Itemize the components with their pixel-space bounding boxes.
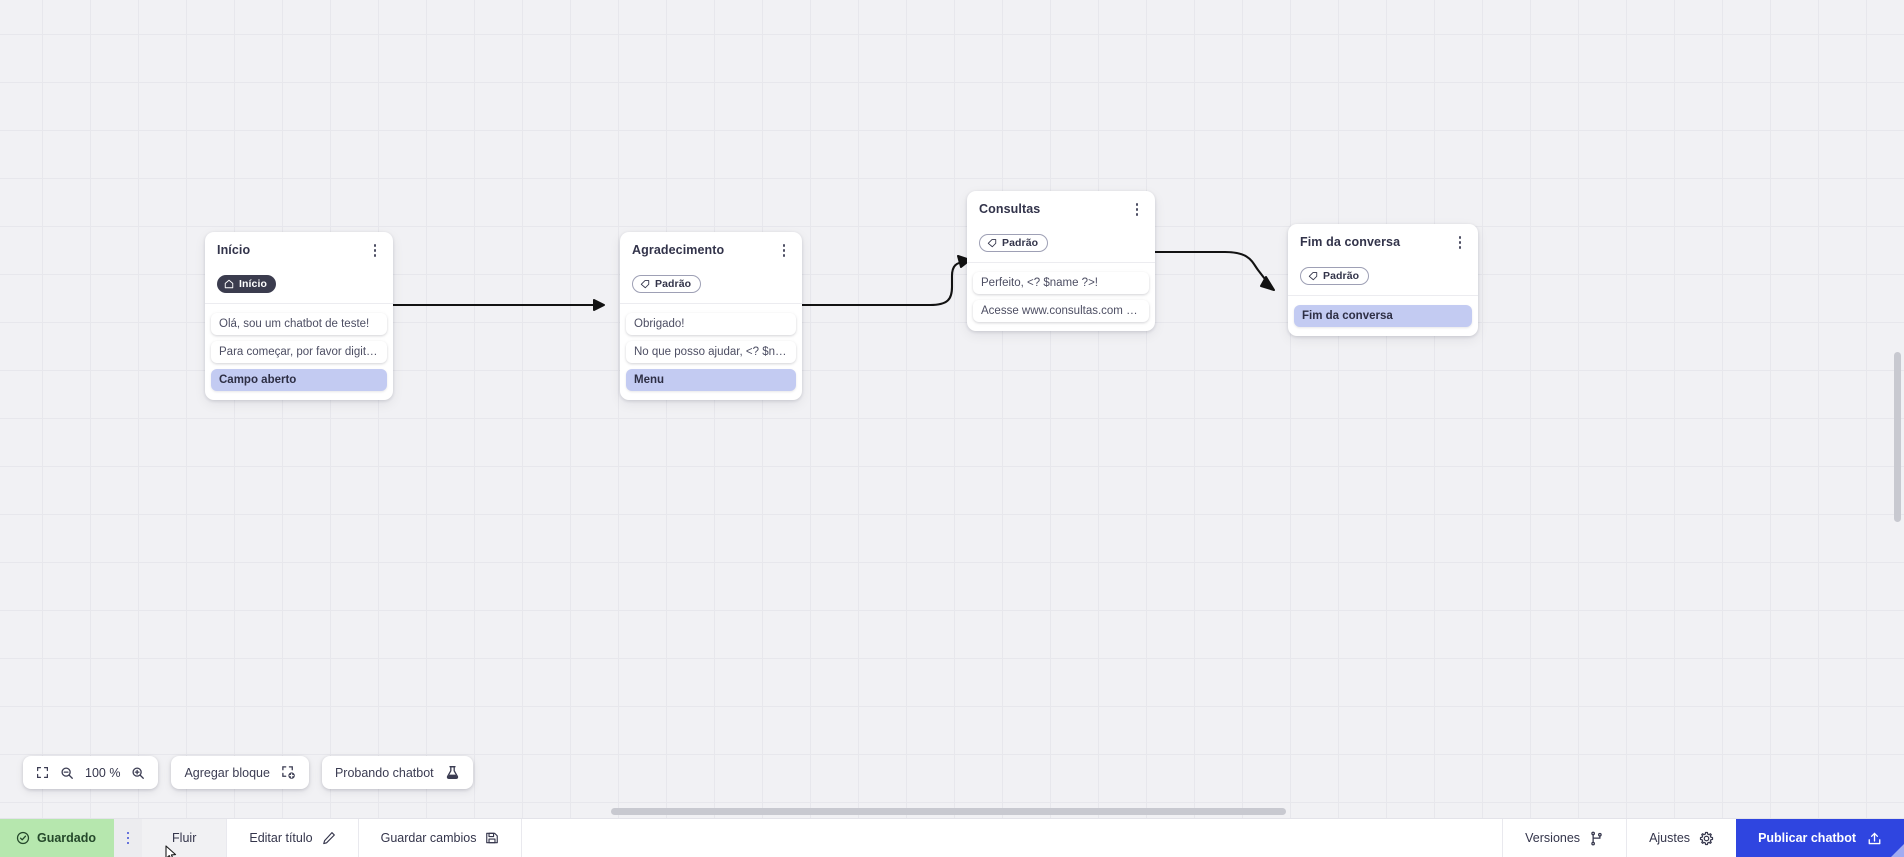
pencil-icon [322, 832, 335, 845]
flask-icon [445, 765, 460, 780]
gear-icon [1699, 831, 1714, 845]
flow-canvas[interactable]: Início Início Olá, sou um chatbot de tes… [0, 0, 1904, 818]
node-menu-icon[interactable] [368, 242, 382, 259]
bottom-bar: Guardado Fluir Editar título Guardar cam… [0, 818, 1904, 857]
zoom-in-icon[interactable] [131, 766, 145, 780]
zoom-level: 100 % [85, 765, 121, 780]
flow-node-inicio[interactable]: Início Início Olá, sou um chatbot de tes… [205, 232, 393, 400]
saved-label: Guardado [37, 831, 97, 845]
node-badge-label: Padrão [1323, 270, 1360, 282]
node-badge-label: Início [239, 278, 268, 290]
node-row-accent[interactable]: Campo aberto [211, 369, 387, 391]
flow-node-fim-da-conversa[interactable]: Fim da conversa Padrão Fim da conversa [1288, 224, 1478, 336]
home-icon [224, 279, 234, 289]
status-badge-saved: Guardado [0, 819, 115, 857]
add-block-button[interactable]: Agregar bloque [171, 756, 309, 789]
node-rows: Fim da conversa [1288, 305, 1478, 327]
zoom-out-icon[interactable] [60, 766, 74, 780]
versions-button[interactable]: Versiones [1502, 819, 1626, 857]
edge-consultas-fim [1155, 250, 1269, 284]
node-header: Fim da conversa [1288, 224, 1478, 258]
node-divider [205, 303, 393, 304]
node-row[interactable]: Olá, sou um chatbot de teste! [211, 313, 387, 335]
save-changes-button[interactable]: Guardar cambios [359, 819, 523, 857]
add-block-label: Agregar bloque [184, 765, 270, 780]
fit-screen-icon[interactable] [36, 766, 49, 779]
node-menu-icon[interactable] [777, 242, 791, 259]
node-menu-icon[interactable] [1130, 201, 1144, 218]
bottom-bar-right: Versiones Ajustes [1502, 819, 1904, 857]
canvas-horizontal-scrollbar[interactable] [0, 805, 1904, 818]
zoom-controls[interactable]: 100 % [23, 756, 159, 789]
publish-chatbot-button[interactable]: Publicar chatbot [1736, 819, 1904, 857]
tab-flow[interactable]: Fluir [142, 819, 228, 857]
branch-icon [1591, 831, 1602, 845]
publish-label: Publicar chatbot [1758, 831, 1856, 845]
scrollbar-thumb[interactable] [611, 808, 1286, 815]
node-title: Consultas [979, 202, 1041, 216]
upload-icon [1868, 832, 1881, 844]
node-badges: Padrão [967, 234, 1155, 253]
edge-arrow-agradecimento [593, 299, 605, 311]
node-badge-start[interactable]: Início [217, 275, 277, 293]
node-title: Agradecimento [632, 243, 725, 257]
save-changes-label: Guardar cambios [380, 831, 477, 845]
node-badges: Padrão [1288, 267, 1478, 286]
node-row[interactable]: Para começar, por favor digite o ... [211, 341, 387, 363]
node-header: Agradecimento [620, 232, 802, 266]
node-header: Consultas [967, 191, 1155, 225]
canvas-toolbar: 100 % Agregar bloque [23, 756, 473, 789]
flow-edges [393, 250, 1275, 311]
test-chatbot-button[interactable]: Probando chatbot [321, 756, 473, 789]
publish-wrap: Publicar chatbot [1736, 819, 1904, 857]
edge-agradecimento-consultas [802, 260, 967, 307]
node-header: Início [205, 232, 393, 266]
node-title: Início [217, 243, 251, 257]
floppy-icon [486, 832, 499, 844]
node-rows: Olá, sou um chatbot de teste! Para começ… [205, 313, 393, 391]
node-rows: Perfeito, <? $name ?>! Acesse www.consul… [967, 272, 1155, 322]
node-divider [967, 262, 1155, 263]
edit-title-button[interactable]: Editar título [227, 819, 359, 857]
node-badges: Início [205, 275, 393, 294]
add-block-icon [281, 765, 296, 780]
publish-corner-fold [1891, 844, 1904, 857]
node-divider [620, 303, 802, 304]
flow-node-consultas[interactable]: Consultas Padrão Perfeito, <? $name ?>! … [967, 191, 1155, 331]
test-chatbot-label: Probando chatbot [334, 765, 434, 780]
node-row[interactable]: Obrigado! [626, 313, 796, 335]
versions-label: Versiones [1525, 831, 1581, 845]
tab-flow-label: Fluir [172, 831, 197, 845]
node-row-accent[interactable]: Menu [626, 369, 796, 391]
node-badge-tag[interactable]: Padrão [632, 275, 702, 293]
node-badge-label: Padrão [1002, 237, 1039, 249]
node-badge-label: Padrão [655, 278, 692, 290]
tag-icon [987, 239, 997, 248]
node-row[interactable]: Acesse www.consultas.com par... [973, 300, 1149, 322]
tag-icon [640, 280, 650, 289]
node-divider [1288, 295, 1478, 296]
node-row[interactable]: No que posso ajudar, <? $name ... [626, 341, 796, 363]
node-badge-tag[interactable]: Padrão [979, 234, 1049, 252]
canvas-vertical-scrollbar[interactable] [1891, 0, 1904, 818]
node-row-accent[interactable]: Fim da conversa [1294, 305, 1472, 327]
settings-button[interactable]: Ajustes [1626, 819, 1736, 857]
edge-arrow-fim [1260, 276, 1275, 291]
node-rows: Obrigado! No que posso ajudar, <? $name … [620, 313, 802, 391]
bottom-bar-left: Guardado Fluir Editar título Guardar cam… [0, 819, 523, 857]
scrollbar-thumb[interactable] [1894, 352, 1901, 522]
node-title: Fim da conversa [1300, 235, 1401, 249]
bottom-bar-menu-icon[interactable] [114, 819, 143, 857]
node-menu-icon[interactable] [1453, 234, 1467, 251]
settings-label: Ajustes [1649, 831, 1691, 845]
flow-node-agradecimento[interactable]: Agradecimento Padrão Obrigado! No que po… [620, 232, 802, 400]
node-badge-tag[interactable]: Padrão [1300, 267, 1370, 285]
node-row[interactable]: Perfeito, <? $name ?>! [973, 272, 1149, 294]
node-badges: Padrão [620, 275, 802, 294]
tag-icon [1308, 272, 1318, 281]
edit-title-label: Editar título [249, 831, 313, 845]
check-circle-icon [16, 831, 30, 845]
